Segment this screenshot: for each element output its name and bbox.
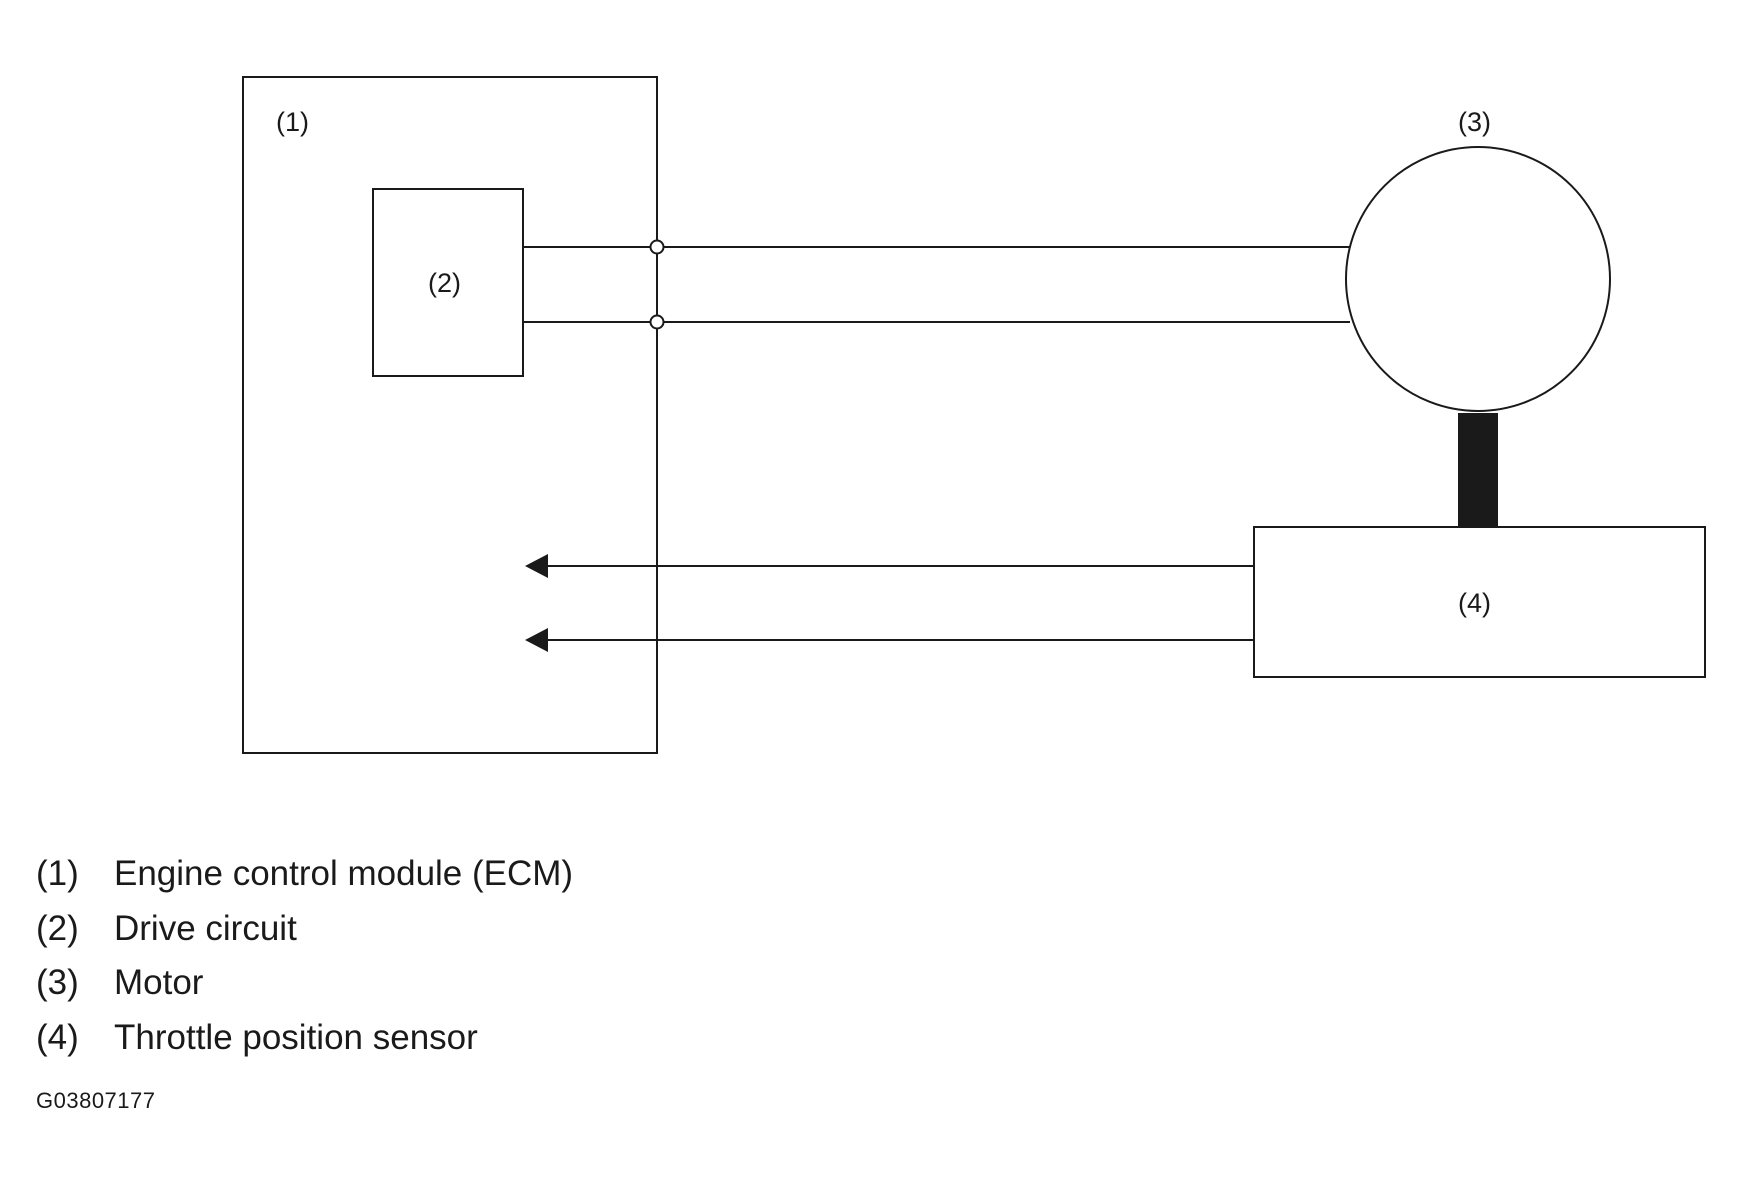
- motor-circle: [1345, 146, 1611, 412]
- legend-number: (4): [36, 1017, 79, 1057]
- legend-label: Motor: [114, 963, 204, 1002]
- ecm-box: [242, 76, 658, 754]
- connector-terminal-1: [649, 239, 665, 255]
- signal-arrowhead-1: [525, 554, 548, 578]
- connector-terminal-2: [649, 314, 665, 330]
- legend-label: Engine control module (ECM): [114, 854, 574, 893]
- legend-item: (2) Drive circuit: [36, 909, 573, 964]
- figure-code: G03807177: [36, 1088, 156, 1113]
- legend-number: (3): [36, 963, 79, 1002]
- ecm-callout: (1): [276, 107, 309, 137]
- legend-number: (1): [36, 854, 79, 893]
- legend: (1) Engine control module (ECM) (2) Driv…: [36, 854, 573, 1072]
- motor-shaft: [1458, 413, 1498, 527]
- legend-item: (4) Throttle position sensor: [36, 1018, 573, 1073]
- drive-circuit-callout: (2): [428, 268, 461, 298]
- legend-number: (2): [36, 908, 79, 948]
- throttle-position-sensor-callout: (4): [1458, 588, 1491, 618]
- motor-callout: (3): [1458, 107, 1491, 137]
- legend-item: (1) Engine control module (ECM): [36, 854, 573, 909]
- legend-label: Throttle position sensor: [114, 1017, 478, 1057]
- throttle-position-sensor-box: [1253, 526, 1706, 678]
- circuit-diagram: (1) (2) (3) (4): [242, 76, 1706, 754]
- drive-circuit-box: [372, 188, 524, 377]
- legend-item: (3) Motor: [36, 963, 573, 1018]
- legend-label: Drive circuit: [114, 908, 297, 948]
- signal-arrowhead-2: [525, 628, 548, 652]
